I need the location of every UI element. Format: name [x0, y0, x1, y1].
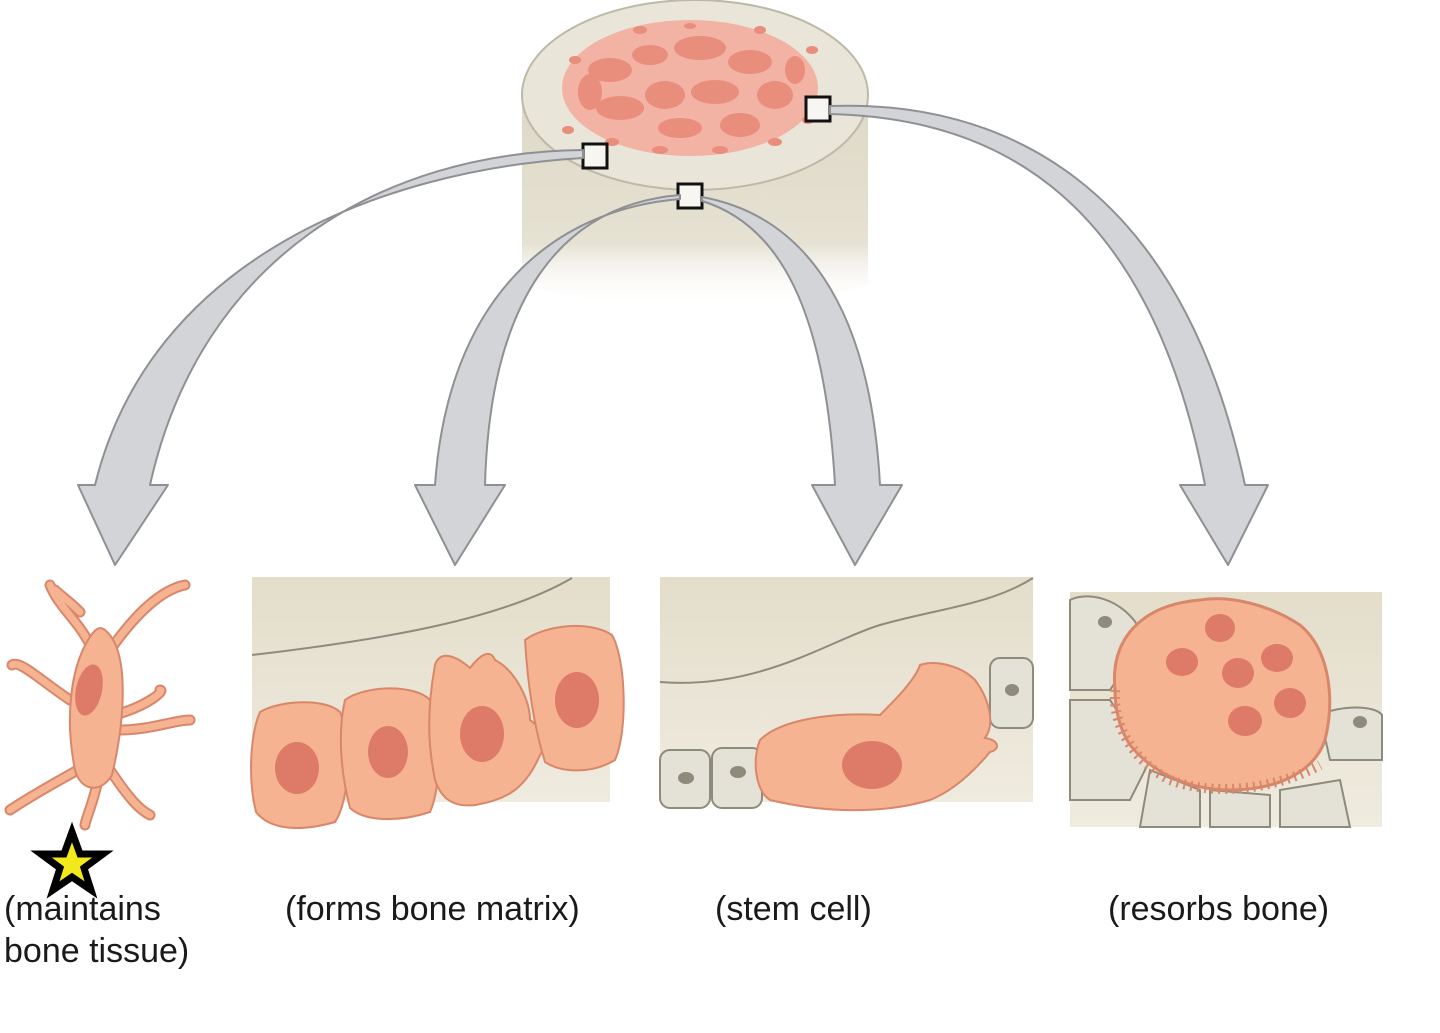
bone-cross-section	[521, 0, 869, 308]
osteoblast-panel	[250, 577, 625, 829]
osteogenic-cell-panel	[659, 577, 1034, 812]
osteocyte-body	[68, 627, 124, 789]
bone-lining-nuclei	[1098, 616, 1367, 728]
star-icon	[30, 821, 114, 899]
arrow-to-osteoclast	[829, 104, 1269, 566]
caption-osteogenic-cell: (stem cell)	[715, 890, 872, 928]
osteoblast-nuclei	[275, 672, 599, 794]
lining-cell-nuclei	[678, 684, 1019, 784]
caption-osteocyte-line-1: (maintains	[4, 890, 161, 928]
osteogenic-matrix-line	[659, 577, 1034, 684]
arrow-to-osteogenic-cell	[701, 196, 903, 566]
caption-osteocyte: (maintains bone tissue)	[4, 888, 189, 972]
arrow-to-osteoblast	[414, 194, 681, 566]
osteocyte-cell	[4, 579, 196, 899]
sample-marker-osteoclast	[804, 95, 832, 123]
sample-marker-center	[676, 182, 704, 210]
osteogenic-cell-body	[754, 662, 998, 812]
arrows	[77, 104, 1269, 566]
arrow-to-osteocyte	[77, 149, 584, 566]
osteoclast-nuclei	[1166, 614, 1306, 736]
caption-osteoblast: (forms bone matrix)	[285, 890, 580, 928]
caption-osteoclast: (resorbs bone)	[1108, 890, 1330, 928]
caption-osteocyte-line-2: bone tissue)	[4, 932, 190, 970]
osteoclast-panel	[1069, 592, 1383, 828]
osteocyte-nucleus	[75, 664, 103, 716]
sample-marker-osteocyte	[581, 142, 609, 170]
osteogenic-cell-nucleus	[842, 741, 902, 789]
matrix-boundary-line	[251, 577, 573, 656]
trabeculae	[578, 36, 805, 138]
